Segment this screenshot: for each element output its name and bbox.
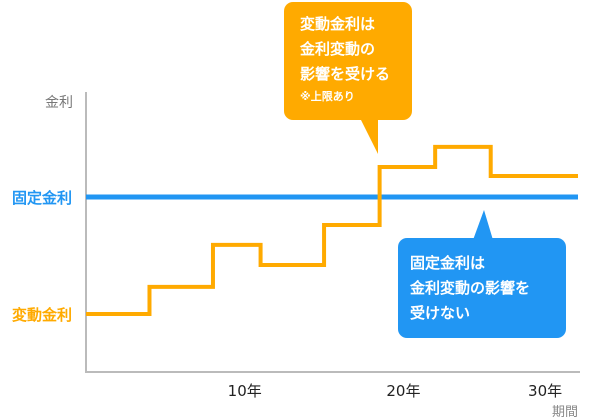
- series-label-fixed: 固定金利: [12, 189, 72, 207]
- y-axis-label: 金利: [45, 95, 73, 111]
- x-tick-label: 30年: [528, 382, 562, 400]
- callout-variable-rate: 変動金利は 金利変動の 影響を受ける ※上限あり: [284, 2, 412, 120]
- callout-line: 影響を受ける: [300, 65, 391, 83]
- callout-tail-variable: [360, 118, 378, 154]
- x-axis-label: 期間: [552, 405, 578, 420]
- callout-tail-fixed: [473, 210, 493, 240]
- variable-rate-line: [86, 144, 578, 317]
- callout-line: 金利変動の: [300, 40, 376, 58]
- callout-note: ※上限あり: [300, 90, 355, 103]
- callout-line: 受けない: [410, 304, 471, 322]
- callout-line: 変動金利は: [300, 15, 376, 33]
- series-label-variable: 変動金利: [12, 306, 72, 324]
- x-tick-label: 10年: [228, 382, 262, 400]
- callout-fixed-rate: 固定金利は 金利変動の影響を 受けない: [398, 238, 566, 338]
- callout-line: 固定金利は: [410, 254, 486, 272]
- callout-line: 金利変動の影響を: [410, 279, 531, 297]
- x-tick-label: 20年: [386, 382, 420, 400]
